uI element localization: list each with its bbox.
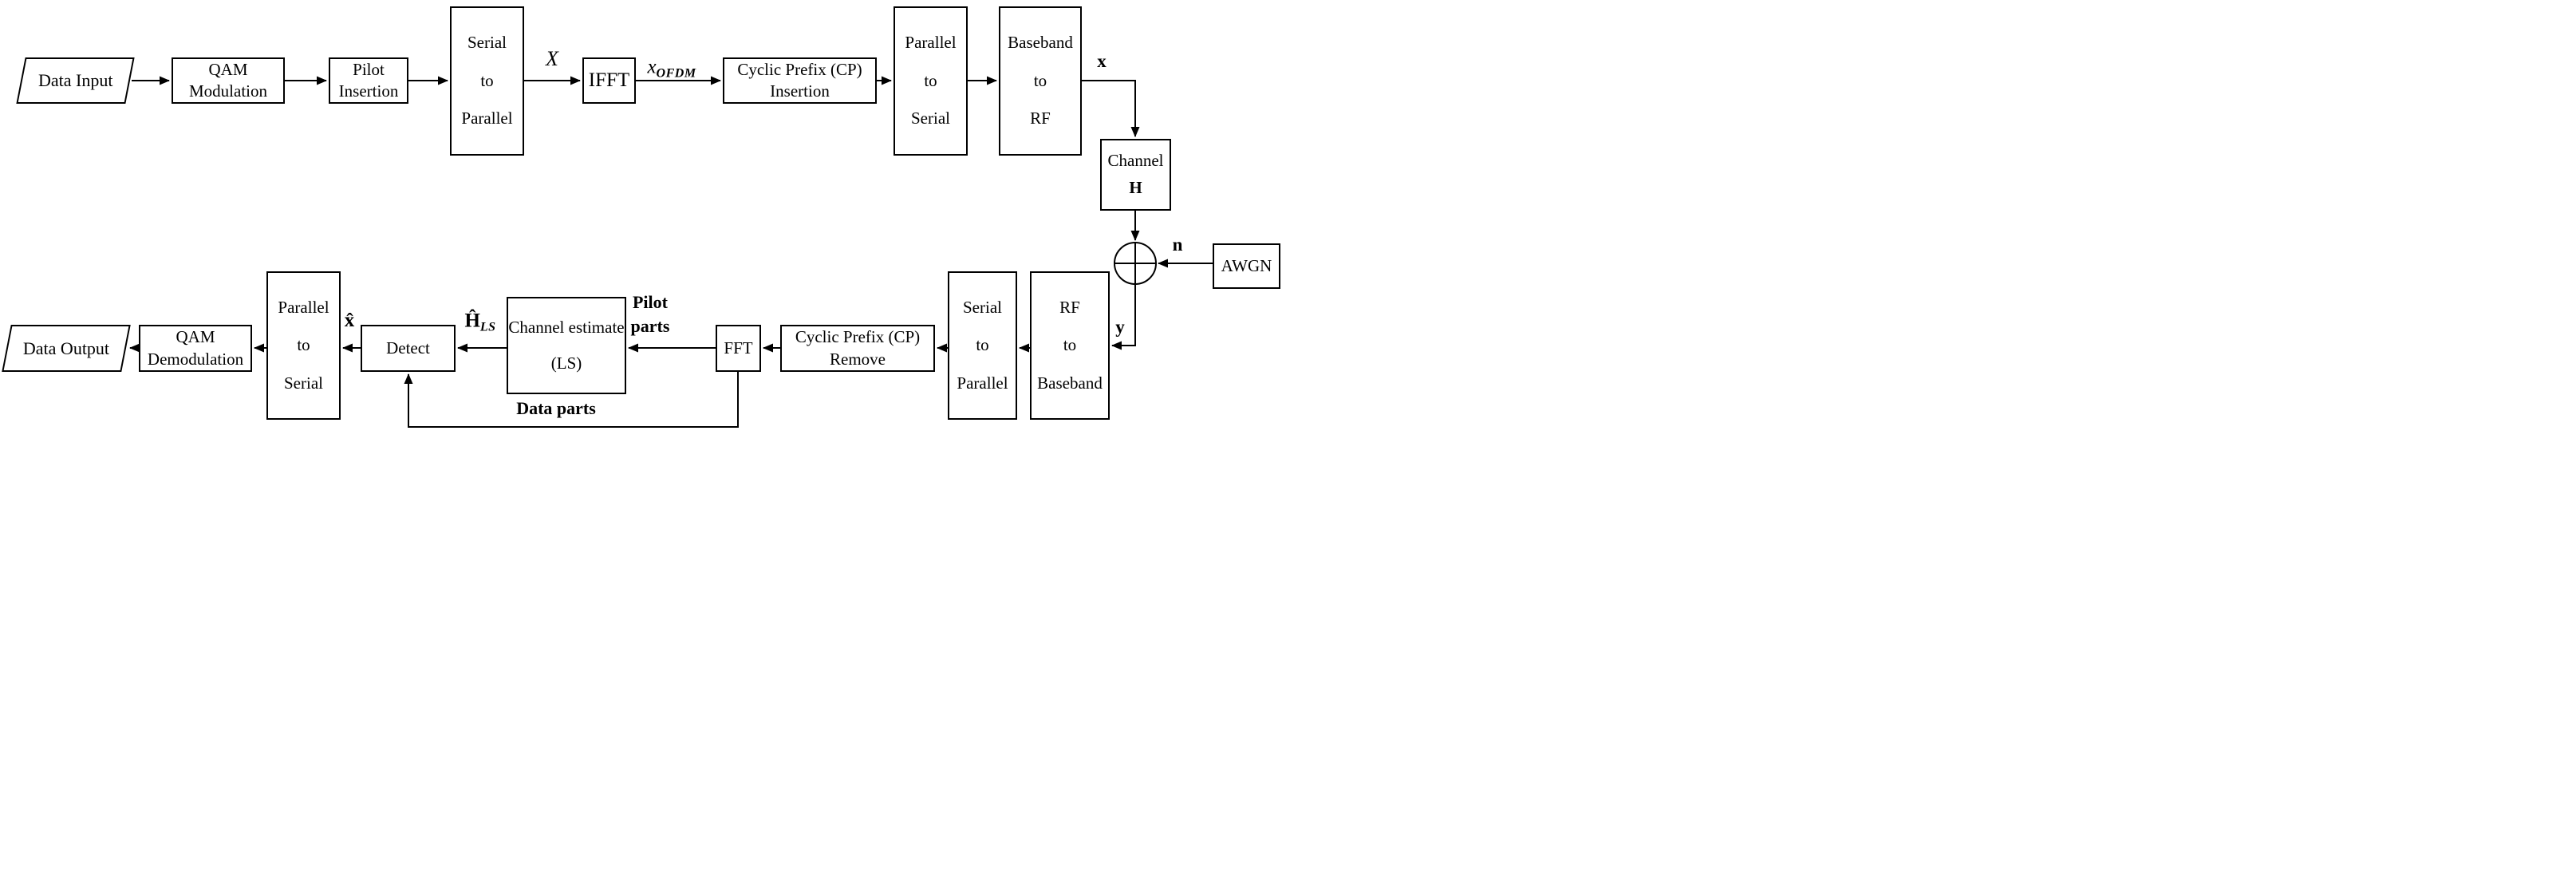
block-label: Detect <box>386 338 430 357</box>
pilot-parts-line1: Pilot <box>632 292 668 312</box>
block-parallel-to-serial-rx: Parallel to Serial <box>266 271 341 420</box>
signal-x-tx-label: x <box>1097 51 1107 71</box>
pilot-parts-line2: parts <box>630 316 670 336</box>
block-qam-modulation: QAM Modulation <box>172 57 285 104</box>
block-parallel-to-serial-tx: Parallel to Serial <box>894 6 968 156</box>
block-data-input: Data Input <box>16 57 135 104</box>
block-label: Parallel <box>905 33 957 53</box>
block-cp-remove: Cyclic Prefix (CP) Remove <box>780 325 935 372</box>
block-label: Serial <box>467 33 507 53</box>
block-label: RF <box>1059 298 1080 318</box>
block-serial-to-parallel-tx: Serial to Parallel <box>450 6 524 156</box>
block-label: AWGN <box>1221 255 1272 275</box>
signal-h-ls-label: ĤLS <box>464 310 495 335</box>
block-label: Insertion <box>338 81 399 101</box>
block-label: Channel estimate <box>508 318 625 338</box>
block-label: to <box>1063 335 1077 355</box>
block-cp-insertion: Cyclic Prefix (CP) Insertion <box>723 57 877 104</box>
block-label: Parallel <box>461 109 513 128</box>
block-qam-demodulation: QAM Demodulation <box>139 325 252 372</box>
block-label: Modulation <box>189 81 267 101</box>
block-label: Serial <box>963 298 1002 318</box>
block-label: Pilot <box>353 59 385 79</box>
block-fft: FFT <box>716 325 761 372</box>
signal-x-ofdm-subscript: OFDM <box>656 66 696 81</box>
block-label: Serial <box>911 109 950 128</box>
ofdm-block-diagram: Data Input QAM Modulation Pilot Insertio… <box>0 0 1288 436</box>
block-label: QAM <box>176 327 215 347</box>
block-awgn: AWGN <box>1213 243 1280 289</box>
block-label: Channel <box>1107 151 1164 171</box>
arrow-bb2rf-channel <box>1082 80 1140 137</box>
block-baseband-to-rf: Baseband to RF <box>999 6 1082 156</box>
signal-x-ofdm-label: xOFDM <box>647 57 696 81</box>
block-detect: Detect <box>361 325 456 372</box>
block-label: Data Output <box>22 338 110 358</box>
block-label: Baseband <box>1008 33 1073 53</box>
block-label: to <box>297 335 310 355</box>
block-label: Serial <box>284 373 323 393</box>
block-label: to <box>976 335 989 355</box>
signal-pilot-parts-label: Pilot parts <box>631 290 670 338</box>
block-label: Cyclic Prefix (CP) <box>737 59 862 79</box>
block-label: to <box>924 70 937 90</box>
block-label: Demodulation <box>147 349 244 369</box>
block-pilot-insertion: Pilot Insertion <box>329 57 408 104</box>
block-label: IFFT <box>588 69 630 91</box>
block-data-output: Data Output <box>2 325 131 372</box>
block-label: to <box>1033 70 1047 90</box>
adder-icon <box>1114 242 1157 285</box>
block-label: Baseband <box>1037 373 1103 393</box>
block-serial-to-parallel-rx: Serial to Parallel <box>948 271 1017 420</box>
block-ifft: IFFT <box>582 57 636 104</box>
block-label: Insertion <box>770 81 830 101</box>
block-label: to <box>480 70 494 90</box>
block-label: Parallel <box>957 373 1008 393</box>
signal-x-hat-label: x̂ <box>344 310 355 331</box>
block-label: Data Input <box>37 70 113 90</box>
block-label: RF <box>1030 109 1051 128</box>
signal-h-ls-subscript: LS <box>479 320 496 334</box>
block-channel: Channel H <box>1100 139 1171 211</box>
block-label: QAM <box>208 59 248 79</box>
block-label: Cyclic Prefix (CP) <box>795 327 921 347</box>
arrow-adder-rf2bb <box>1111 284 1136 350</box>
channel-matrix-symbol: H <box>1129 178 1142 198</box>
signal-n-noise-label: n <box>1172 235 1183 255</box>
block-label: FFT <box>724 338 753 357</box>
signal-data-parts-label: Data parts <box>516 398 596 418</box>
arrow-fft-dataparts-detect <box>404 372 739 428</box>
block-label: (LS) <box>550 353 582 373</box>
block-label: Parallel <box>278 298 329 318</box>
signal-y-rx-label: y <box>1115 317 1125 337</box>
block-rf-to-baseband: RF to Baseband <box>1030 271 1110 420</box>
signal-h-ls-base: Ĥ <box>464 310 480 332</box>
connector-layer <box>129 76 1213 428</box>
signal-X-label: X <box>546 47 558 70</box>
block-channel-estimate: Channel estimate (LS) <box>507 297 626 394</box>
block-label: Remove <box>830 349 886 369</box>
signal-x-ofdm-base: x <box>647 56 657 78</box>
